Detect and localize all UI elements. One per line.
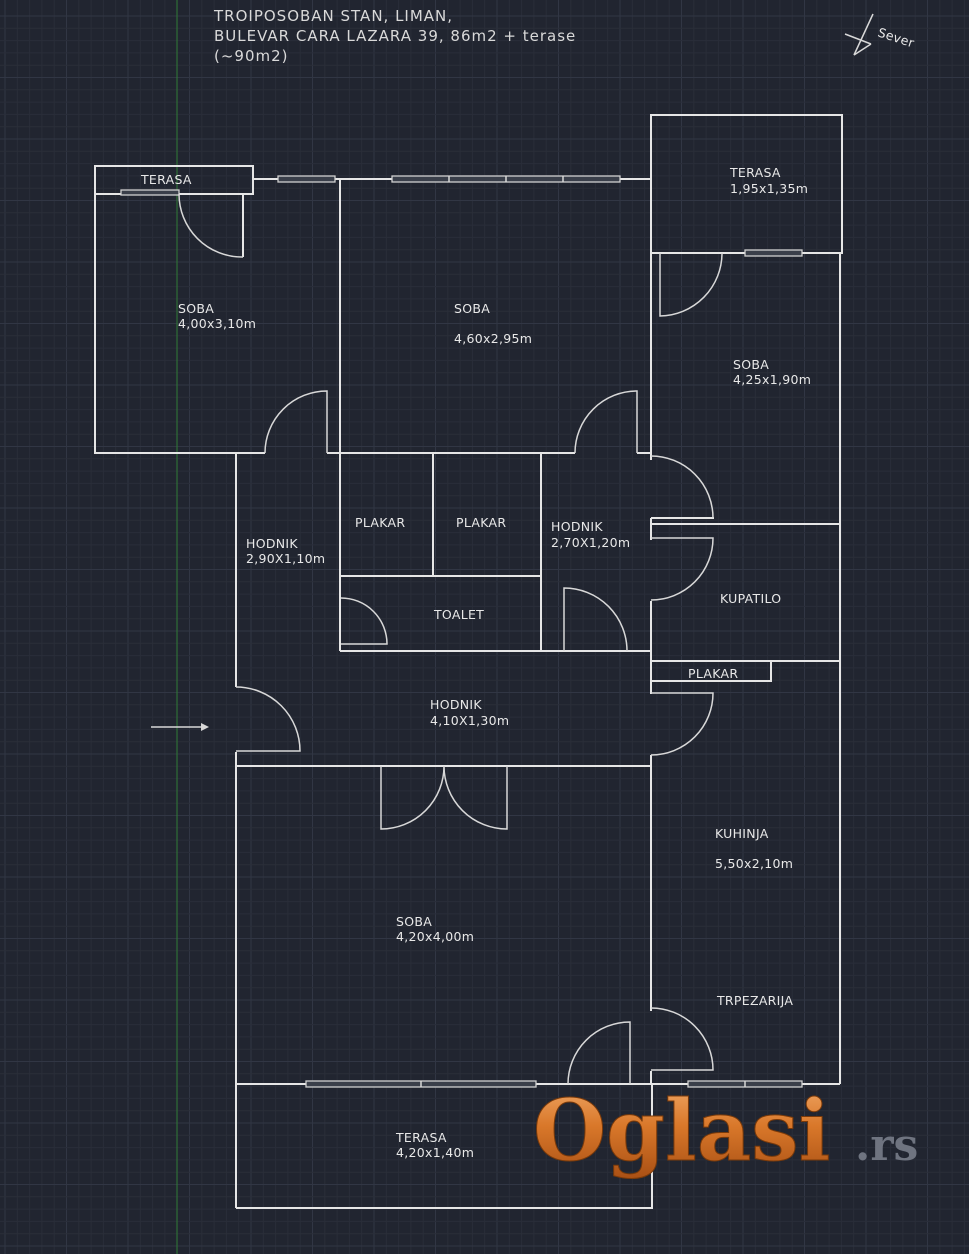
north-arrow-icon: Sever xyxy=(844,13,917,56)
label-terasa-s-name: TERASA xyxy=(395,1130,447,1145)
label-plakar-2: PLAKAR xyxy=(456,515,506,530)
label-soba-s-name: SOBA xyxy=(396,914,432,929)
title-line-2: BULEVAR CARA LAZARA 39, 86m2 + terase xyxy=(214,27,576,45)
label-hodnik-c-size: 2,70X1,20m xyxy=(551,535,630,550)
label-hodnik-c-name: HODNIK xyxy=(551,519,603,534)
label-soba-n-name: SOBA xyxy=(454,301,490,316)
label-toalet: TOALET xyxy=(433,607,484,622)
entrance-arrow-icon xyxy=(151,723,209,731)
title-line-3: (~90m2) xyxy=(214,47,289,65)
title-line-1: TROIPOSOBAN STAN, LIMAN, xyxy=(213,7,453,25)
label-soba-nw-size: 4,00x3,10m xyxy=(178,316,256,331)
plan-title: TROIPOSOBAN STAN, LIMAN, BULEVAR CARA LA… xyxy=(213,7,576,65)
label-trpezarija: TRPEZARIJA xyxy=(716,993,793,1008)
label-kuhinja-name: KUHINJA xyxy=(715,826,769,841)
label-hodnik-s-size: 4,10X1,30m xyxy=(430,713,509,728)
label-soba-ne-size: 4,25x1,90m xyxy=(733,372,811,387)
watermark-main-text: Oglasi xyxy=(533,1081,830,1180)
label-hodnik-w-name: HODNIK xyxy=(246,536,298,551)
windows xyxy=(120,175,803,1088)
label-soba-n-size: 4,60x2,95m xyxy=(454,331,532,346)
label-terasa-nw: TERASA xyxy=(140,172,192,187)
doors xyxy=(178,193,723,1085)
label-soba-ne-name: SOBA xyxy=(733,357,769,372)
label-hodnik-s-name: HODNIK xyxy=(430,697,482,712)
label-terasa-ne-name: TERASA xyxy=(729,165,781,180)
watermark-logo: Oglasi .rs xyxy=(533,1081,919,1181)
label-terasa-ne-size: 1,95x1,35m xyxy=(730,181,808,196)
label-plakar-1: PLAKAR xyxy=(355,515,405,530)
label-hodnik-w-size: 2,90X1,10m xyxy=(246,551,325,566)
label-terasa-s-size: 4,20x1,40m xyxy=(396,1145,474,1160)
room-labels: TERASA SOBA 4,00x3,10m SOBA 4,60x2,95m T… xyxy=(140,165,811,1160)
walls xyxy=(94,114,843,1209)
label-plakar-3: PLAKAR xyxy=(688,666,738,681)
watermark-ext-text: .rs xyxy=(855,1120,918,1171)
label-kupatilo: KUPATILO xyxy=(720,591,781,606)
label-kuhinja-size: 5,50x2,10m xyxy=(715,856,793,871)
label-soba-s-size: 4,20x4,00m xyxy=(396,929,474,944)
label-soba-nw-name: SOBA xyxy=(178,301,214,316)
